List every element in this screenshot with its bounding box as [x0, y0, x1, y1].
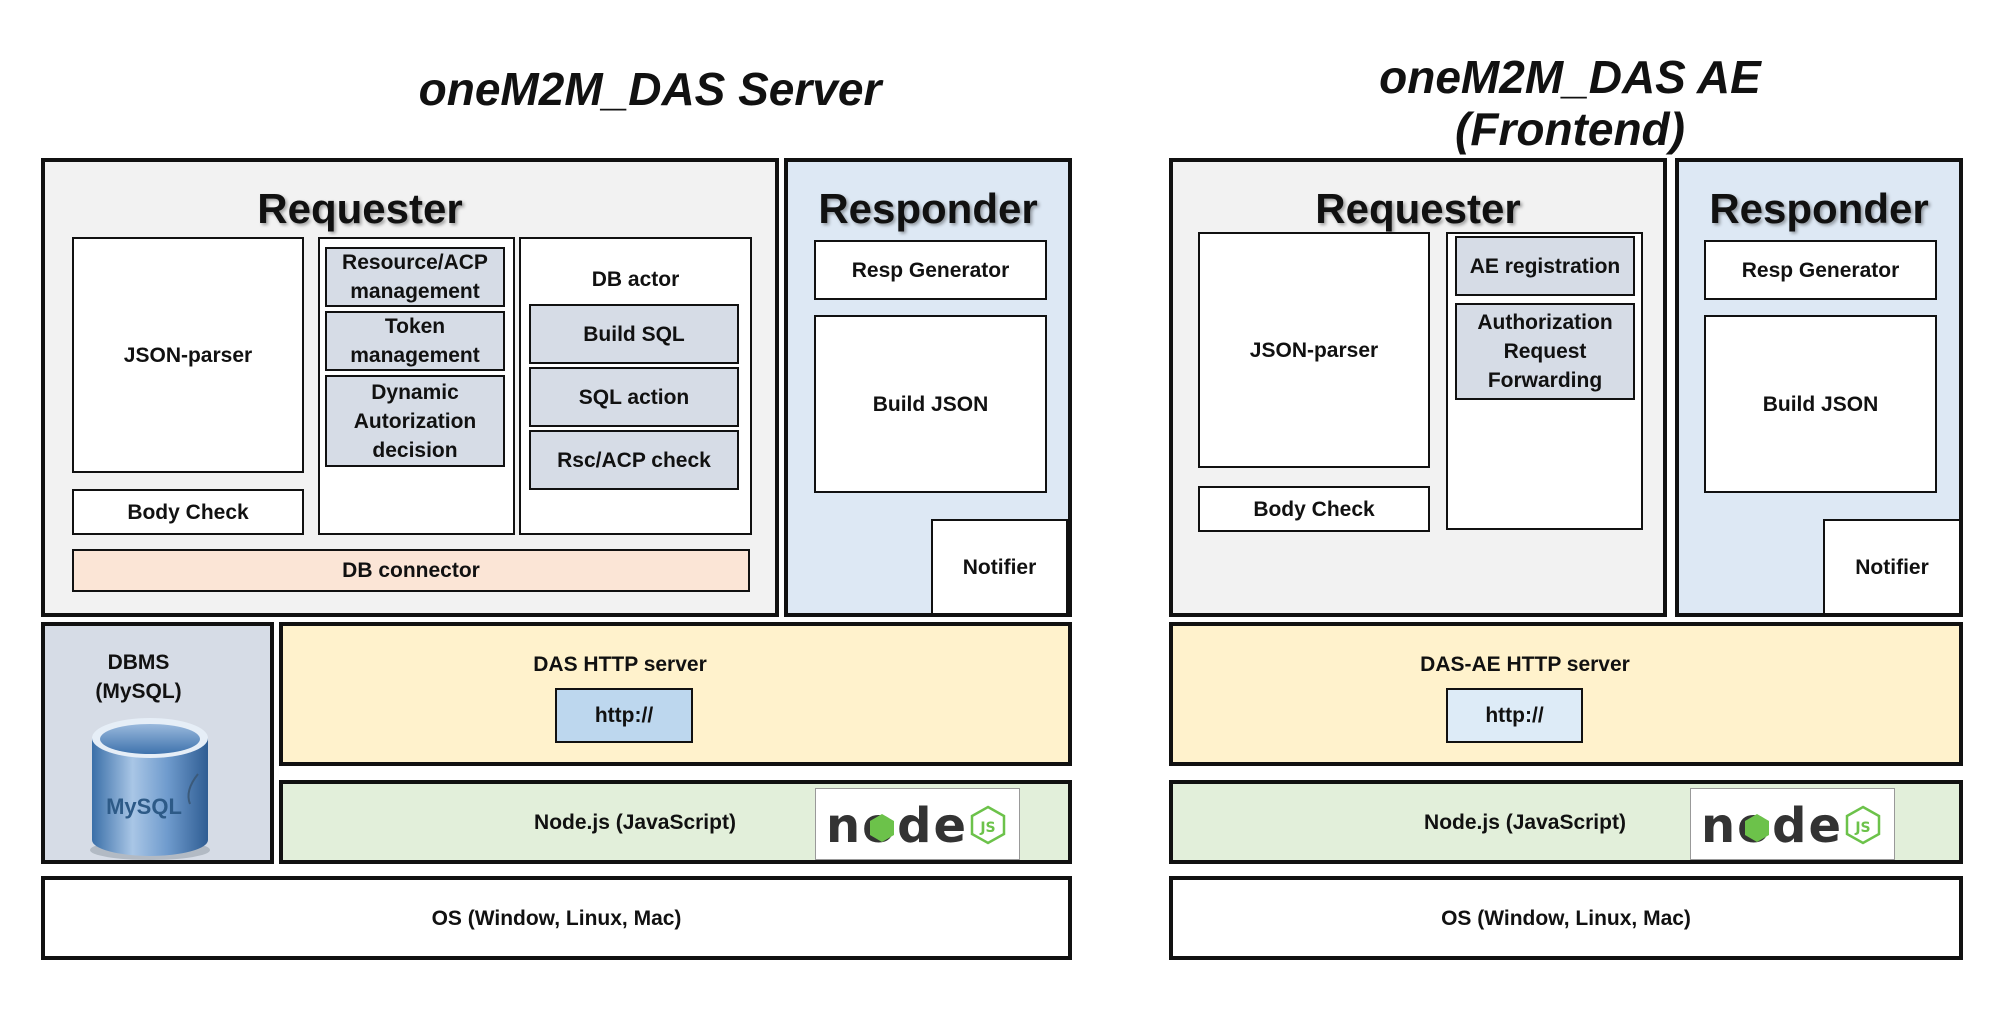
- server-body-check: Body Check: [72, 489, 304, 535]
- nodejs-wordmark: node: [1701, 798, 1843, 854]
- ae-requester-heading: Requester: [1315, 185, 1521, 232]
- nodejs-js-mark: JS: [979, 820, 995, 836]
- ae-notifier: Notifier: [1823, 519, 1961, 615]
- server-resp-generator: Resp Generator: [814, 240, 1047, 300]
- ae-title-line1: oneM2M_DAS AE: [1379, 51, 1761, 103]
- ae-http-url: http://: [1446, 688, 1583, 743]
- server-requester-heading: Requester: [257, 185, 463, 232]
- ae-title-line2: (Frontend): [1455, 103, 1685, 155]
- server-rsc-acp-check: Rsc/ACP check: [529, 430, 739, 490]
- ae-authorization-request-forwarding: Authorization Request Forwarding: [1455, 303, 1635, 400]
- server-resource-acp-management: Resource/ACP management: [325, 247, 505, 307]
- mysql-logo-text: MySQL: [106, 794, 182, 819]
- nodejs-js-mark: JS: [1854, 820, 1870, 836]
- server-notifier: Notifier: [931, 519, 1068, 615]
- ae-build-json: Build JSON: [1704, 315, 1937, 493]
- ae-nodejs-label: Node.js (JavaScript): [1424, 811, 1626, 834]
- das-ae-http-server-label: DAS-AE HTTP server: [1420, 653, 1630, 676]
- server-token-management: Token management: [325, 311, 505, 371]
- das-http-server-label: DAS HTTP server: [533, 653, 707, 676]
- dbms-mysql-label: (MySQL): [95, 680, 182, 703]
- server-responder-heading: Responder: [818, 185, 1038, 232]
- ae-body-check: Body Check: [1198, 486, 1430, 532]
- server-json-parser: JSON-parser: [72, 237, 304, 473]
- ae-os-layer: OS (Window, Linux, Mac): [1169, 876, 1963, 960]
- server-title: oneM2M_DAS Server: [418, 63, 882, 115]
- server-nodejs-label: Node.js (JavaScript): [534, 811, 736, 834]
- dbms-label: DBMS: [107, 651, 170, 674]
- server-build-sql: Build SQL: [529, 304, 739, 364]
- server-nodejs-logo: node JS: [815, 788, 1020, 860]
- ae-registration: AE registration: [1455, 236, 1635, 296]
- server-db-actor-label: DB actor: [591, 268, 680, 291]
- server-db-connector: DB connector: [72, 549, 750, 592]
- server-dynamic-autorization-decision: Dynamic Autorization decision: [325, 375, 505, 467]
- server-build-json: Build JSON: [814, 315, 1047, 493]
- ae-resp-generator: Resp Generator: [1704, 240, 1937, 300]
- server-http-url: http://: [555, 688, 693, 743]
- server-os-layer: OS (Window, Linux, Mac): [41, 876, 1072, 960]
- database-icon: MySQL: [86, 712, 214, 862]
- ae-nodejs-logo: node JS: [1690, 788, 1895, 860]
- nodejs-wordmark: node: [826, 798, 968, 854]
- ae-json-parser: JSON-parser: [1198, 232, 1430, 468]
- ae-responder-heading: Responder: [1709, 185, 1929, 232]
- server-sql-action: SQL action: [529, 367, 739, 427]
